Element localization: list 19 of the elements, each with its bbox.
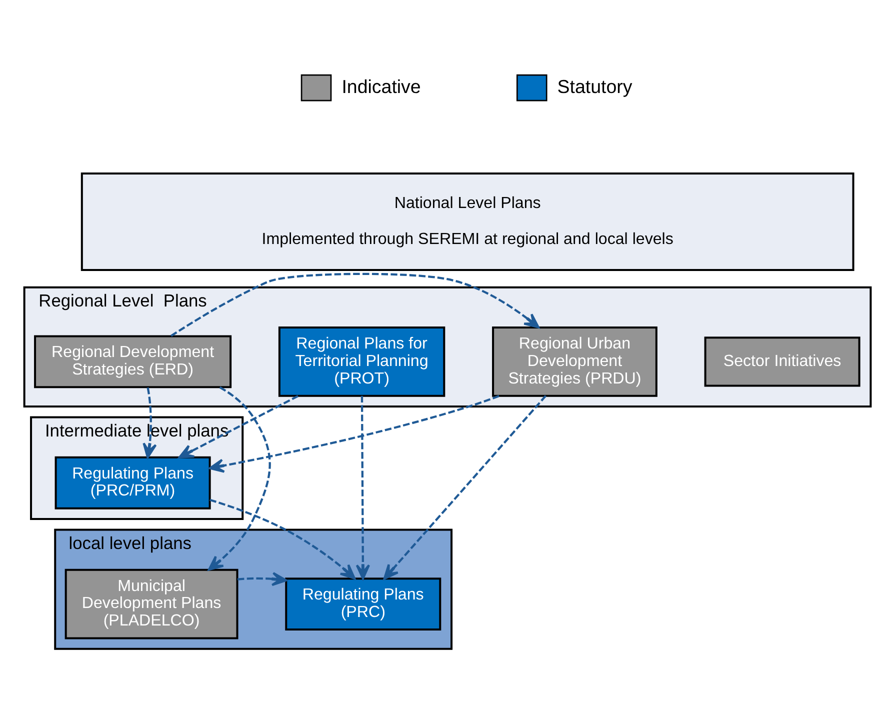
arrow <box>210 498 356 580</box>
node-box: National Level Plans Implemented through SEREMI at regional and local levels <box>80 172 854 271</box>
arrow <box>237 572 288 586</box>
node-box: Sector Initiatives <box>704 336 860 387</box>
arrow <box>170 272 540 337</box>
node-box: Regional Urban Development Strategies (PRDU) <box>492 326 658 397</box>
node-box: Regional Plans for Territorial Planning (PROT) <box>278 326 446 397</box>
arrow <box>142 387 157 458</box>
arrow <box>208 394 500 473</box>
node-box: Municipal Development Plans (PLADELCO) <box>64 568 238 640</box>
arrow <box>356 396 370 580</box>
arrow <box>383 395 547 580</box>
node-box: Regional Development Strategies (ERD) <box>34 335 232 388</box>
legend-label: Statutory <box>557 76 632 97</box>
node-box: Regulating Plans (PRC) <box>285 578 442 631</box>
node-box: Regulating Plans (PRC/PRM) <box>54 456 211 510</box>
arrow <box>208 386 271 571</box>
arrow <box>178 395 298 458</box>
legend-label: Indicative <box>342 76 421 97</box>
